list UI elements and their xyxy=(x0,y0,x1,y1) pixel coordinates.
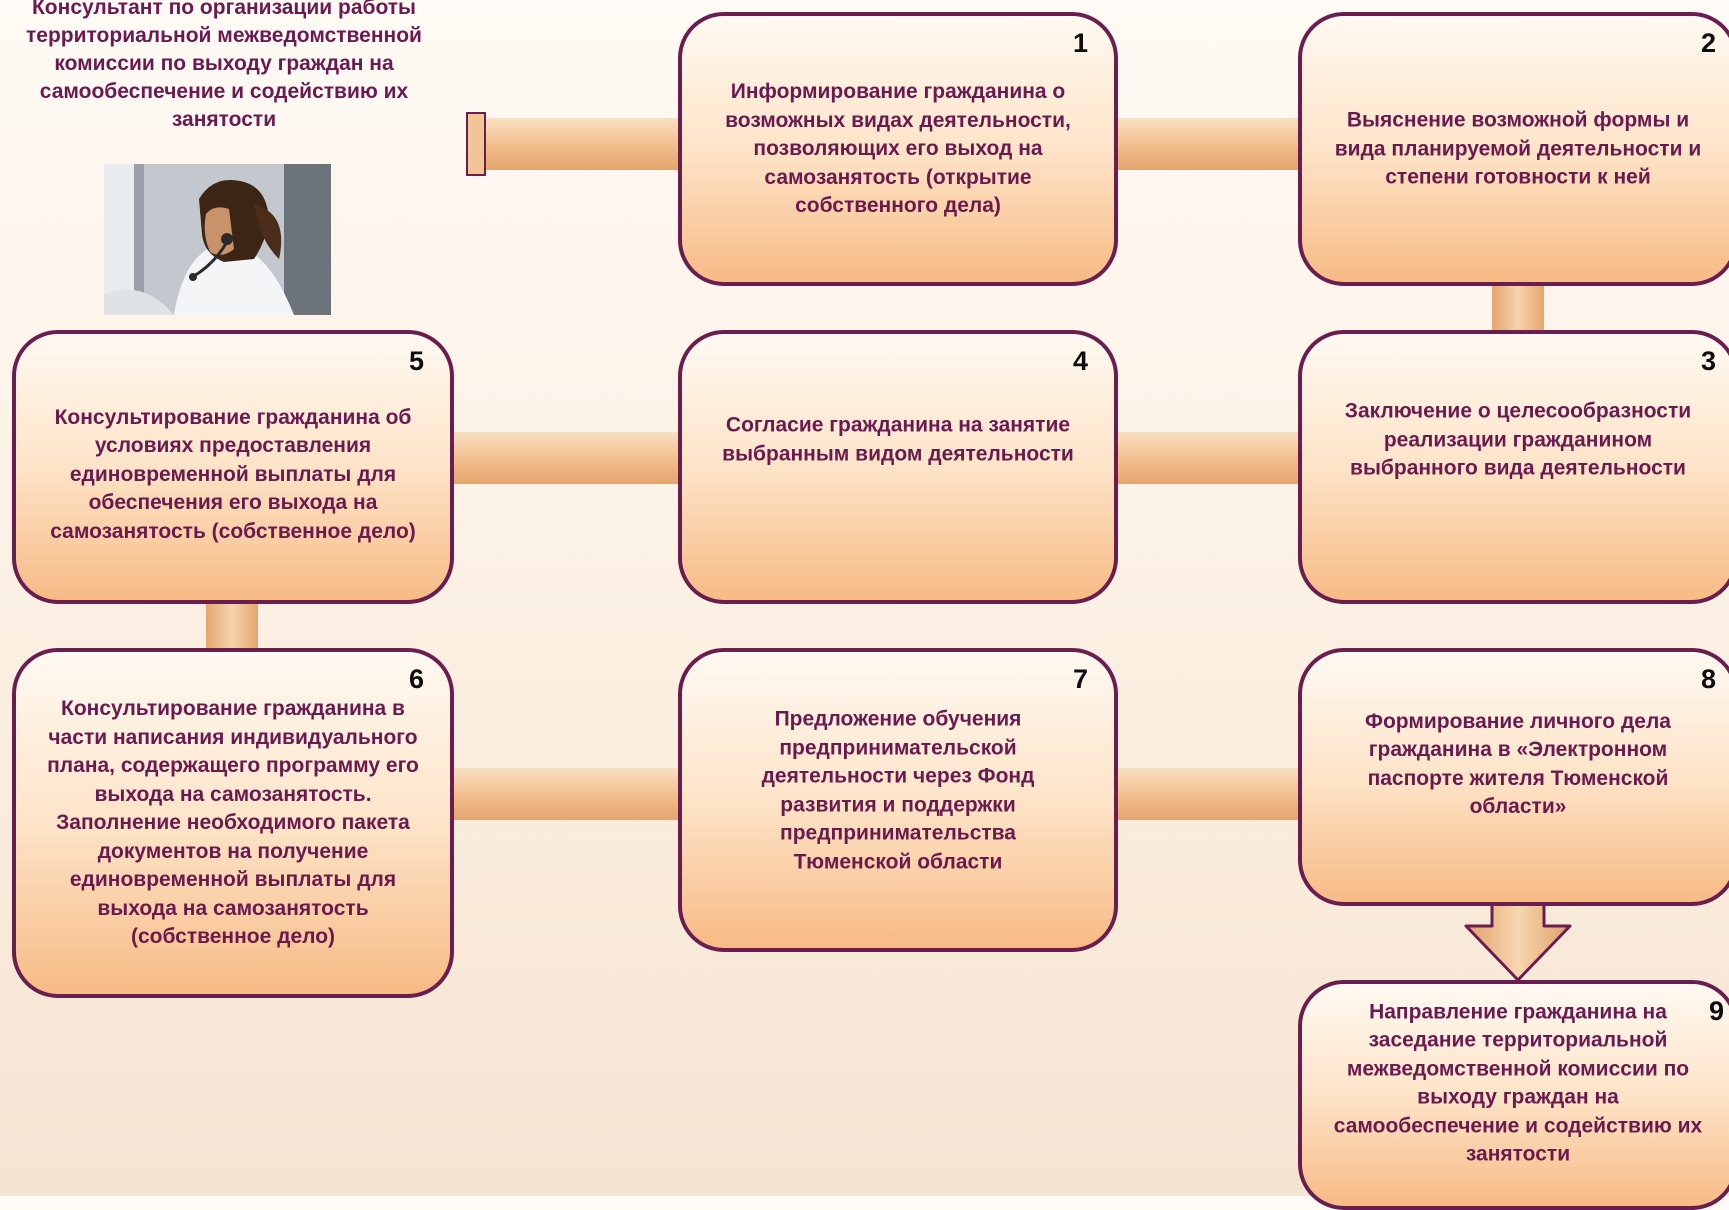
step-number: 7 xyxy=(1072,664,1088,694)
step-box-5: 5 Консультирование гражданина об условия… xyxy=(12,330,454,604)
connector-7-to-8 xyxy=(1110,768,1306,820)
step-text: Согласие гражданина на занятие выбранным… xyxy=(722,413,1074,466)
connector-4-to-5 xyxy=(448,432,680,484)
step-number: 2 xyxy=(1700,28,1716,58)
step-text: Консультирование гражданина об условиях … xyxy=(50,405,416,543)
connector-cap xyxy=(466,112,486,176)
step-number: 4 xyxy=(1072,346,1088,376)
connector-5-to-6 xyxy=(206,600,258,656)
step-box-1: 1 Информирование гражданина о возможных … xyxy=(678,12,1118,286)
step-number: 8 xyxy=(1700,664,1716,694)
step-number: 9 xyxy=(1708,996,1724,1026)
step-number: 1 xyxy=(1072,28,1088,58)
consultant-photo xyxy=(104,164,331,315)
step-text: Консультирование гражданина в части напи… xyxy=(47,696,419,948)
step-box-9: 9 Направление гражданина на заседание те… xyxy=(1298,980,1729,1210)
consultant-title: Консультант по организации работы террит… xyxy=(26,0,422,131)
step-box-2: 2 Выяснение возможной формы и вида плани… xyxy=(1298,12,1729,286)
connector-3-to-4 xyxy=(1110,432,1306,484)
step-text: Предложение обучения предпринимательской… xyxy=(761,707,1035,874)
step-text: Формирование личного дела гражданина в «… xyxy=(1365,709,1671,819)
arrow-8-to-9 xyxy=(1464,902,1572,982)
connector-6-to-7 xyxy=(448,768,680,820)
step-box-4: 4 Согласие гражданина на занятие выбранн… xyxy=(678,330,1118,604)
step-box-6: 6 Консультирование гражданина в части на… xyxy=(12,648,454,998)
step-text: Заключение о целесообразности реализации… xyxy=(1344,399,1692,480)
step-text: Направление гражданина на заседание терр… xyxy=(1333,1000,1703,1166)
step-number: 6 xyxy=(408,664,424,694)
step-text: Выяснение возможной формы и вида планиру… xyxy=(1334,108,1702,189)
step-text: Информирование гражданина о возможных ви… xyxy=(725,79,1071,217)
connector-2-to-3 xyxy=(1492,282,1544,338)
step-number: 5 xyxy=(408,346,424,376)
step-box-3: 3 Заключение о целесообразности реализац… xyxy=(1298,330,1729,604)
step-number: 3 xyxy=(1700,346,1716,376)
connector-1-to-2 xyxy=(1110,118,1306,170)
connector-title-to-1 xyxy=(466,118,680,170)
step-box-8: 8 Формирование личного дела гражданина в… xyxy=(1298,648,1729,906)
step-box-7: 7 Предложение обучения предпринимательск… xyxy=(678,648,1118,952)
